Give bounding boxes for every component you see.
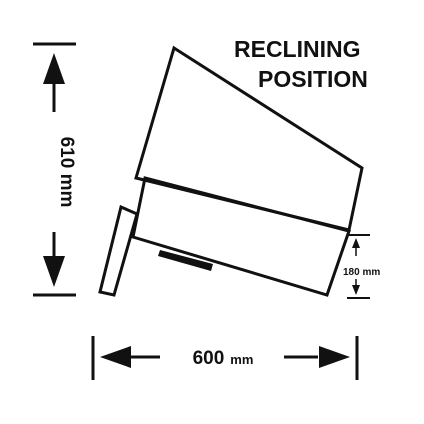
title-line-1: RECLINING [234,36,361,62]
clearance-dimension-label: 180 mm [343,267,380,278]
clearance-arrow-up-icon [352,238,360,248]
chair-outline [98,45,364,297]
chair-seat [131,176,351,297]
width-dimension [91,336,359,380]
clearance-arrow-down-icon [352,285,360,295]
width-arrow-left-icon [100,346,131,368]
width-value: 600 [193,348,225,369]
height-arrow-down-icon [43,256,65,287]
title-line-2: POSITION [258,66,368,92]
width-dimension-label: 600 mm [193,348,254,369]
height-arrow-up-icon [43,53,65,84]
height-dimension [33,42,76,297]
chair-footrest [98,204,139,297]
height-dimension-label: 610 mm [56,137,77,208]
width-arrow-right-icon [319,346,350,368]
width-unit: mm [230,352,253,367]
clearance-dimension [347,234,370,299]
chair-handle [158,250,213,271]
